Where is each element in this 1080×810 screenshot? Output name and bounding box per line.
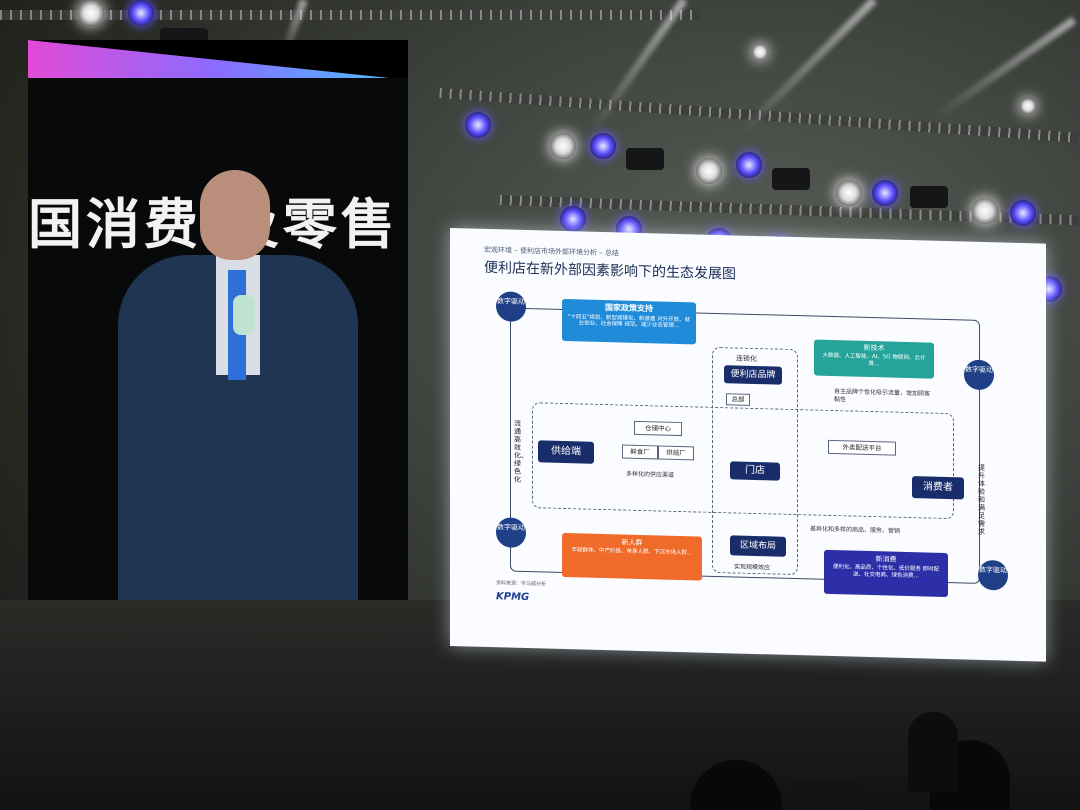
policy-body: "十四五"规划、新型城镇化、新基建 对外开放、就业创业、社会保障 规范、减少业态… [567,313,691,330]
new-people-box: 新人群 年轻群体、中产阶级、单身人群、下沉市场人群… [562,532,702,581]
slide-title: 便利店在新外部因素影响下的生态发展图 [484,259,736,283]
stage-light [836,180,862,206]
hq-box: 总部 [726,393,750,406]
delivery-box: 外卖配送平台 [828,439,896,456]
slide-breadcrumb: 宏观环境 – 便利店市场外部环境分析 – 总结 [484,245,619,258]
stage-light-fixture [772,168,810,190]
right-side-note: 提升体验和满足需求 [978,463,985,537]
consumer-box: 消费者 [912,476,964,500]
stage-light [128,0,154,26]
new-consumption-body: 便利化、高品质、个性化、低价服务 即时配送、社交电商、绿色消费… [832,564,940,580]
digital-drive-badge: 数字驱动 [496,291,526,322]
stage-light [465,112,491,138]
digital-drive-badge: 数字驱动 [978,559,1008,591]
supply-loop-outline [532,402,954,520]
stage-light [972,198,998,224]
stage-light [696,158,722,184]
stage-light [78,0,104,26]
source-note: 资料来源：毕马威分析 [496,580,547,588]
tech-box: 新技术 大数据、人工智能、AI、5G 物联网、云计算… [814,339,934,379]
stage-light [590,133,616,159]
stage-light [550,133,576,159]
tech-body: 大数据、人工智能、AI、5G 物联网、云计算… [822,353,926,368]
podium [790,780,860,810]
stage-light [1010,200,1036,226]
left-side-note: 流通高效化、绿色化 [514,419,528,484]
store-box: 门店 [730,461,780,481]
region-box: 区域布局 [730,535,786,557]
supply-note: 多样化的供应渠道 [626,470,675,479]
speaker-head [200,170,270,260]
projected-slide: 宏观环境 – 便利店市场外部环境分析 – 总结 便利店在新外部因素影响下的生态发… [450,228,1046,662]
speaker-figure [118,170,358,610]
digital-drive-badge: 数字驱动 [964,359,994,391]
digital-drive-badge: 数字驱动 [496,517,526,548]
policy-box: 国家政策支持 "十四五"规划、新型城镇化、新基建 对外开放、就业创业、社会保障 … [562,298,696,345]
chain-label: 连锁化 [736,354,757,364]
stage-light [872,180,898,206]
brand-box: 便利店品牌 [724,365,782,385]
stage-light [560,206,586,232]
stage-truss-top [0,10,700,20]
supply-box: 供给端 [538,440,594,464]
presenter-silhouette [908,712,958,792]
microphone [233,295,255,335]
stage-light-fixture [626,148,664,170]
brand-note-1: 自主品牌个性化吸引流量，增加顾客黏性 [834,388,931,404]
stage-light [752,44,768,60]
kpmg-logo: KPMG [496,591,530,604]
region-note: 实现规模效应 [734,563,771,572]
stage-light [736,152,762,178]
stage-light-fixture [910,186,948,208]
left-led-screen: 国消费 及零售 [28,40,408,610]
new-consumption-box: 新消费 便利化、高品质、个性化、低价服务 即时配送、社交电商、绿色消费… [824,549,948,598]
stage-light [1020,98,1036,114]
